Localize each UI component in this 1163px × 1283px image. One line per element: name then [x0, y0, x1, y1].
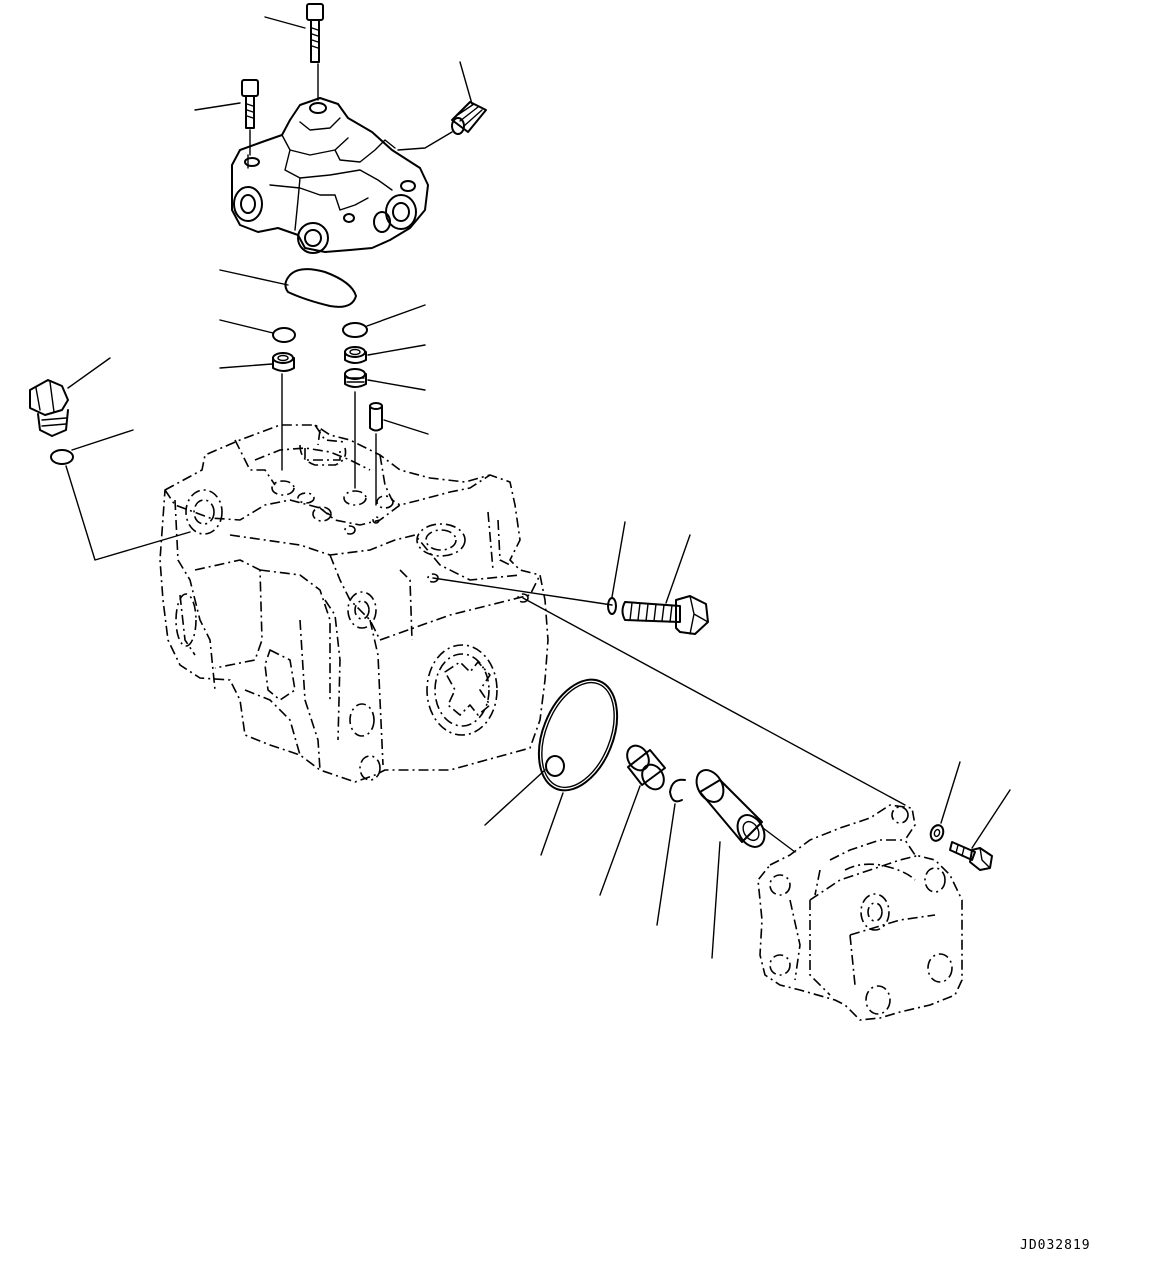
o-ring [50, 429, 191, 561]
adjuster-screw [397, 61, 487, 151]
washer [929, 761, 961, 842]
o-ring [342, 304, 426, 338]
o-ring [219, 319, 296, 343]
plug [29, 357, 111, 437]
flange-bolt [621, 534, 709, 635]
spacer [344, 344, 426, 364]
drawing-code-label: JD032819 [1020, 1238, 1091, 1253]
bolt [949, 789, 1011, 871]
bushing [599, 744, 666, 896]
pump-cover [757, 804, 963, 1021]
pump-housing [159, 424, 906, 806]
o-ring [607, 521, 626, 615]
bolt [264, 3, 324, 63]
coupling [695, 769, 796, 959]
orifice [344, 368, 426, 489]
gasket [219, 268, 357, 308]
snap-ring [656, 778, 686, 926]
spacer [219, 352, 295, 471]
o-ring [545, 755, 565, 777]
o-ring [484, 678, 619, 856]
bolt [194, 79, 259, 156]
valve-body [231, 97, 429, 254]
dowel-pin [369, 402, 429, 506]
